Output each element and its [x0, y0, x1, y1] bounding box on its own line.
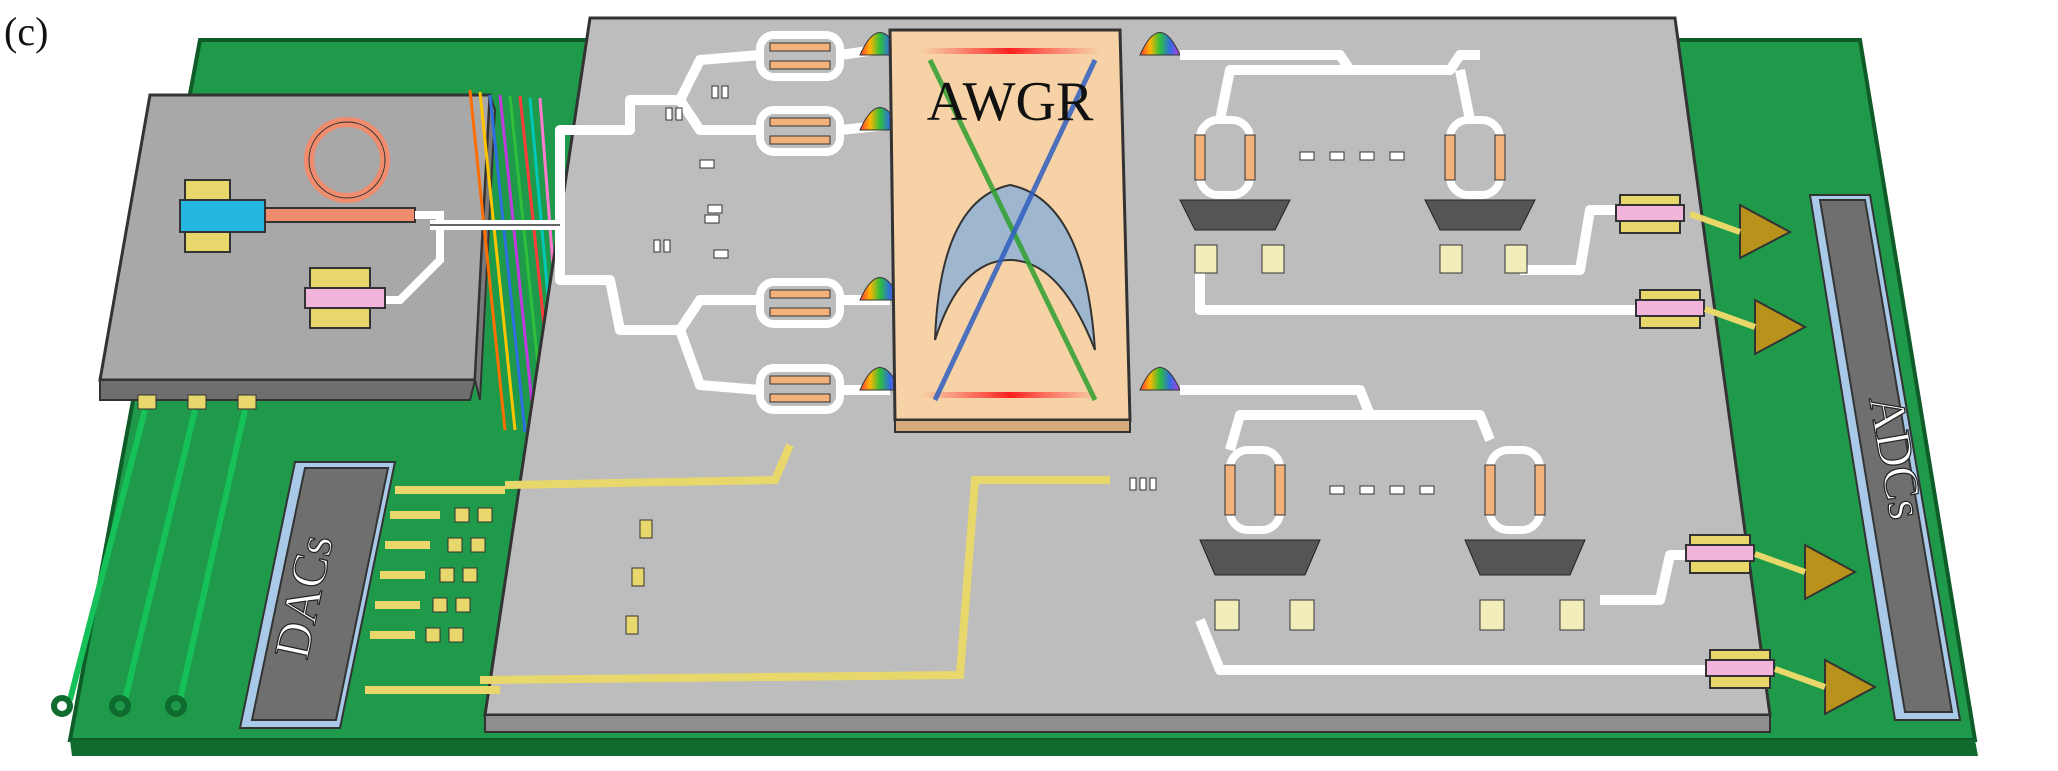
- dac-block: DACs: [238, 461, 397, 729]
- modulator-icon: [304, 287, 386, 309]
- laser-gain-icon: [179, 199, 266, 233]
- modulator-4: [756, 364, 844, 414]
- modulator-3: [756, 278, 844, 328]
- adc-block: ADCs: [1808, 194, 1962, 721]
- pcb-traces: [51, 409, 248, 717]
- panel-label: (c): [4, 9, 49, 54]
- awgr-label: AWGR: [927, 71, 1094, 133]
- output-waveguides: [1180, 50, 1710, 675]
- grating-couplers: [653, 85, 1435, 495]
- photodetectors: [1615, 194, 1775, 689]
- filter-group-bottom: [1199, 446, 1586, 631]
- dac-traces: [365, 443, 1110, 694]
- dac-pads: [425, 507, 653, 643]
- modulator-1: [756, 31, 844, 81]
- input-modulators: [756, 31, 844, 414]
- laser-chip: [98, 93, 497, 410]
- awgr-block: AWGR: [888, 28, 1132, 433]
- modulator-2: [756, 106, 844, 156]
- filter-group-top: [1179, 116, 1536, 274]
- amplifiers: [1688, 203, 1878, 716]
